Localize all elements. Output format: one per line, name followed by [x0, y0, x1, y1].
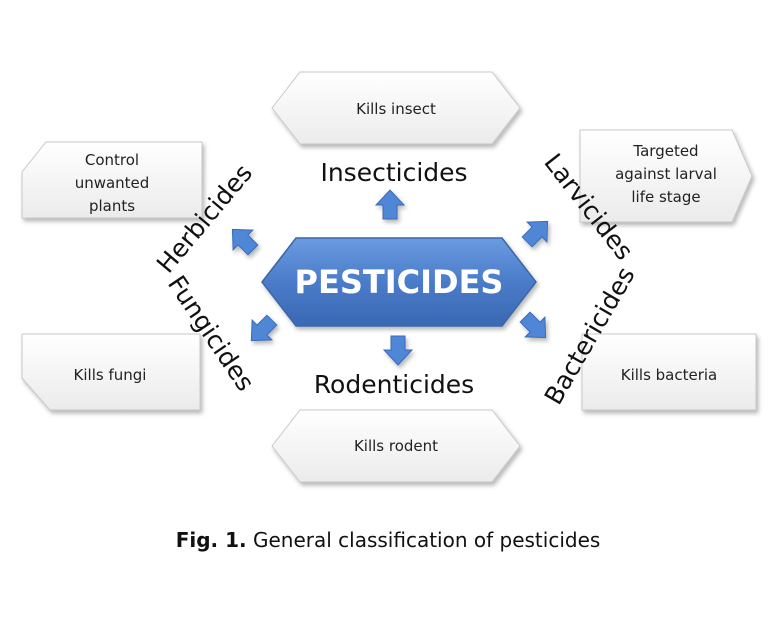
insecticides-description-box: Kills insect	[271, 71, 521, 145]
larvicides-description-line-2: against larval	[615, 165, 717, 183]
bactericides-description: Kills bacteria	[621, 366, 718, 384]
arrow-down-left-icon	[240, 309, 283, 352]
herbicides-description-line-3: plants	[89, 197, 135, 215]
insecticides-label: Insecticides	[320, 158, 467, 187]
larvicides-description-box: Targeted against larval life stage	[579, 129, 753, 223]
fungicides-description: Kills fungi	[74, 366, 147, 384]
arrow-up-icon	[375, 189, 405, 220]
arrow-up-left-icon	[221, 218, 264, 261]
herbicides-description-line-1: Control	[85, 151, 139, 169]
larvicides-description-line-3: life stage	[631, 188, 700, 206]
arrow-down-icon	[383, 335, 413, 366]
insecticides-description: Kills insect	[356, 100, 436, 118]
figure-caption-label: Fig. 1.	[175, 528, 247, 552]
pesticides-label: PESTICIDES	[295, 263, 504, 301]
rodenticides-description-box: Kills rodent	[271, 409, 521, 483]
figure-caption-text: General classification of pesticides	[246, 528, 601, 552]
herbicides-description-box: Control unwanted plants	[21, 141, 203, 219]
bactericides-description-box: Kills bacteria	[581, 333, 757, 411]
fungicides-description-box: Kills fungi	[21, 333, 201, 411]
larvicides-description-line-1: Targeted	[632, 142, 698, 160]
rodenticides-description: Kills rodent	[354, 437, 438, 455]
arrow-down-right-icon	[514, 306, 557, 349]
herbicides-description-line-2: unwanted	[75, 174, 150, 192]
rodenticides-label: Rodenticides	[314, 370, 474, 399]
arrow-up-right-icon	[516, 210, 559, 253]
figure-caption: Fig. 1. General classification of pestic…	[0, 528, 776, 552]
pesticides-center-hexagon: PESTICIDES	[261, 237, 537, 327]
